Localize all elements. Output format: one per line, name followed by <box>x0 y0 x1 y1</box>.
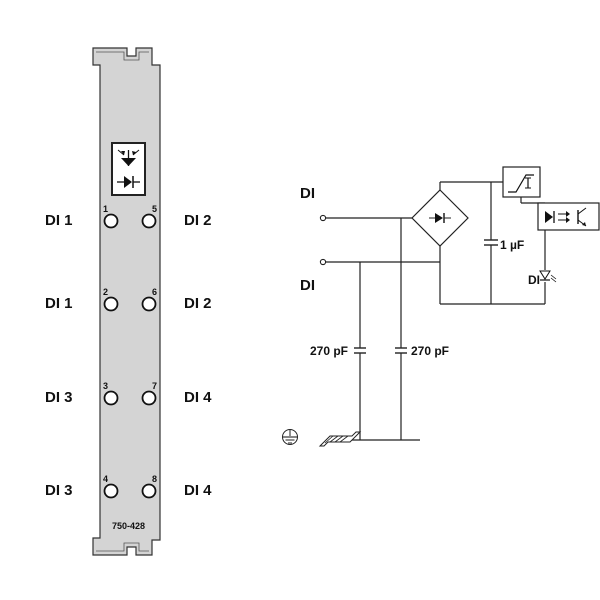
terminal-6[interactable] <box>141 296 157 312</box>
bottom-clip <box>96 542 149 552</box>
pin-number-7: 7 <box>152 381 157 391</box>
channel-label-right-3: DI 4 <box>184 389 212 406</box>
top-clip <box>96 51 149 61</box>
channel-label-left-1: DI 1 <box>45 212 73 229</box>
pin-number-2: 2 <box>103 287 108 297</box>
din-rail-contact-icon <box>318 431 362 447</box>
terminal-5[interactable] <box>141 213 157 229</box>
module-body: 1 5 2 6 3 7 4 8 750-428 <box>92 47 161 556</box>
terminal-1[interactable] <box>103 213 119 229</box>
status-led-icon <box>539 270 557 283</box>
input-terminal-bottom <box>319 258 327 266</box>
input-label-top: DI <box>300 185 315 202</box>
terminal-8[interactable] <box>141 483 157 499</box>
protective-earth-icon <box>282 429 298 445</box>
channel-label-left-2: DI 1 <box>45 295 73 312</box>
bridge-rectifier <box>411 189 469 247</box>
input-label-bottom: DI <box>300 277 315 294</box>
cap-left-label: 270 pF <box>310 344 348 358</box>
channel-label-right-2: DI 2 <box>184 295 212 312</box>
function-symbol <box>111 142 146 196</box>
channel-label-right-4: DI 4 <box>184 482 212 499</box>
status-led-label: DI <box>528 273 540 287</box>
terminal-2[interactable] <box>103 296 119 312</box>
terminal-3[interactable] <box>103 390 119 406</box>
pin-number-5: 5 <box>152 204 157 214</box>
pin-number-1: 1 <box>103 204 108 214</box>
terminal-7[interactable] <box>141 390 157 406</box>
channel-label-left-4: DI 3 <box>45 482 73 499</box>
terminal-4[interactable] <box>103 483 119 499</box>
channel-label-left-3: DI 3 <box>45 389 73 406</box>
pin-number-4: 4 <box>103 474 108 484</box>
input-circuit: DI DI 1 µF <box>282 166 600 447</box>
pin-number-8: 8 <box>152 474 157 484</box>
input-terminal-top <box>319 214 327 222</box>
pin-number-3: 3 <box>103 381 108 391</box>
cap-right-label: 270 pF <box>411 344 449 358</box>
cap-main-label: 1 µF <box>500 238 524 252</box>
pin-number-6: 6 <box>152 287 157 297</box>
channel-label-right-1: DI 2 <box>184 212 212 229</box>
module-model-label: 750-428 <box>112 521 145 531</box>
